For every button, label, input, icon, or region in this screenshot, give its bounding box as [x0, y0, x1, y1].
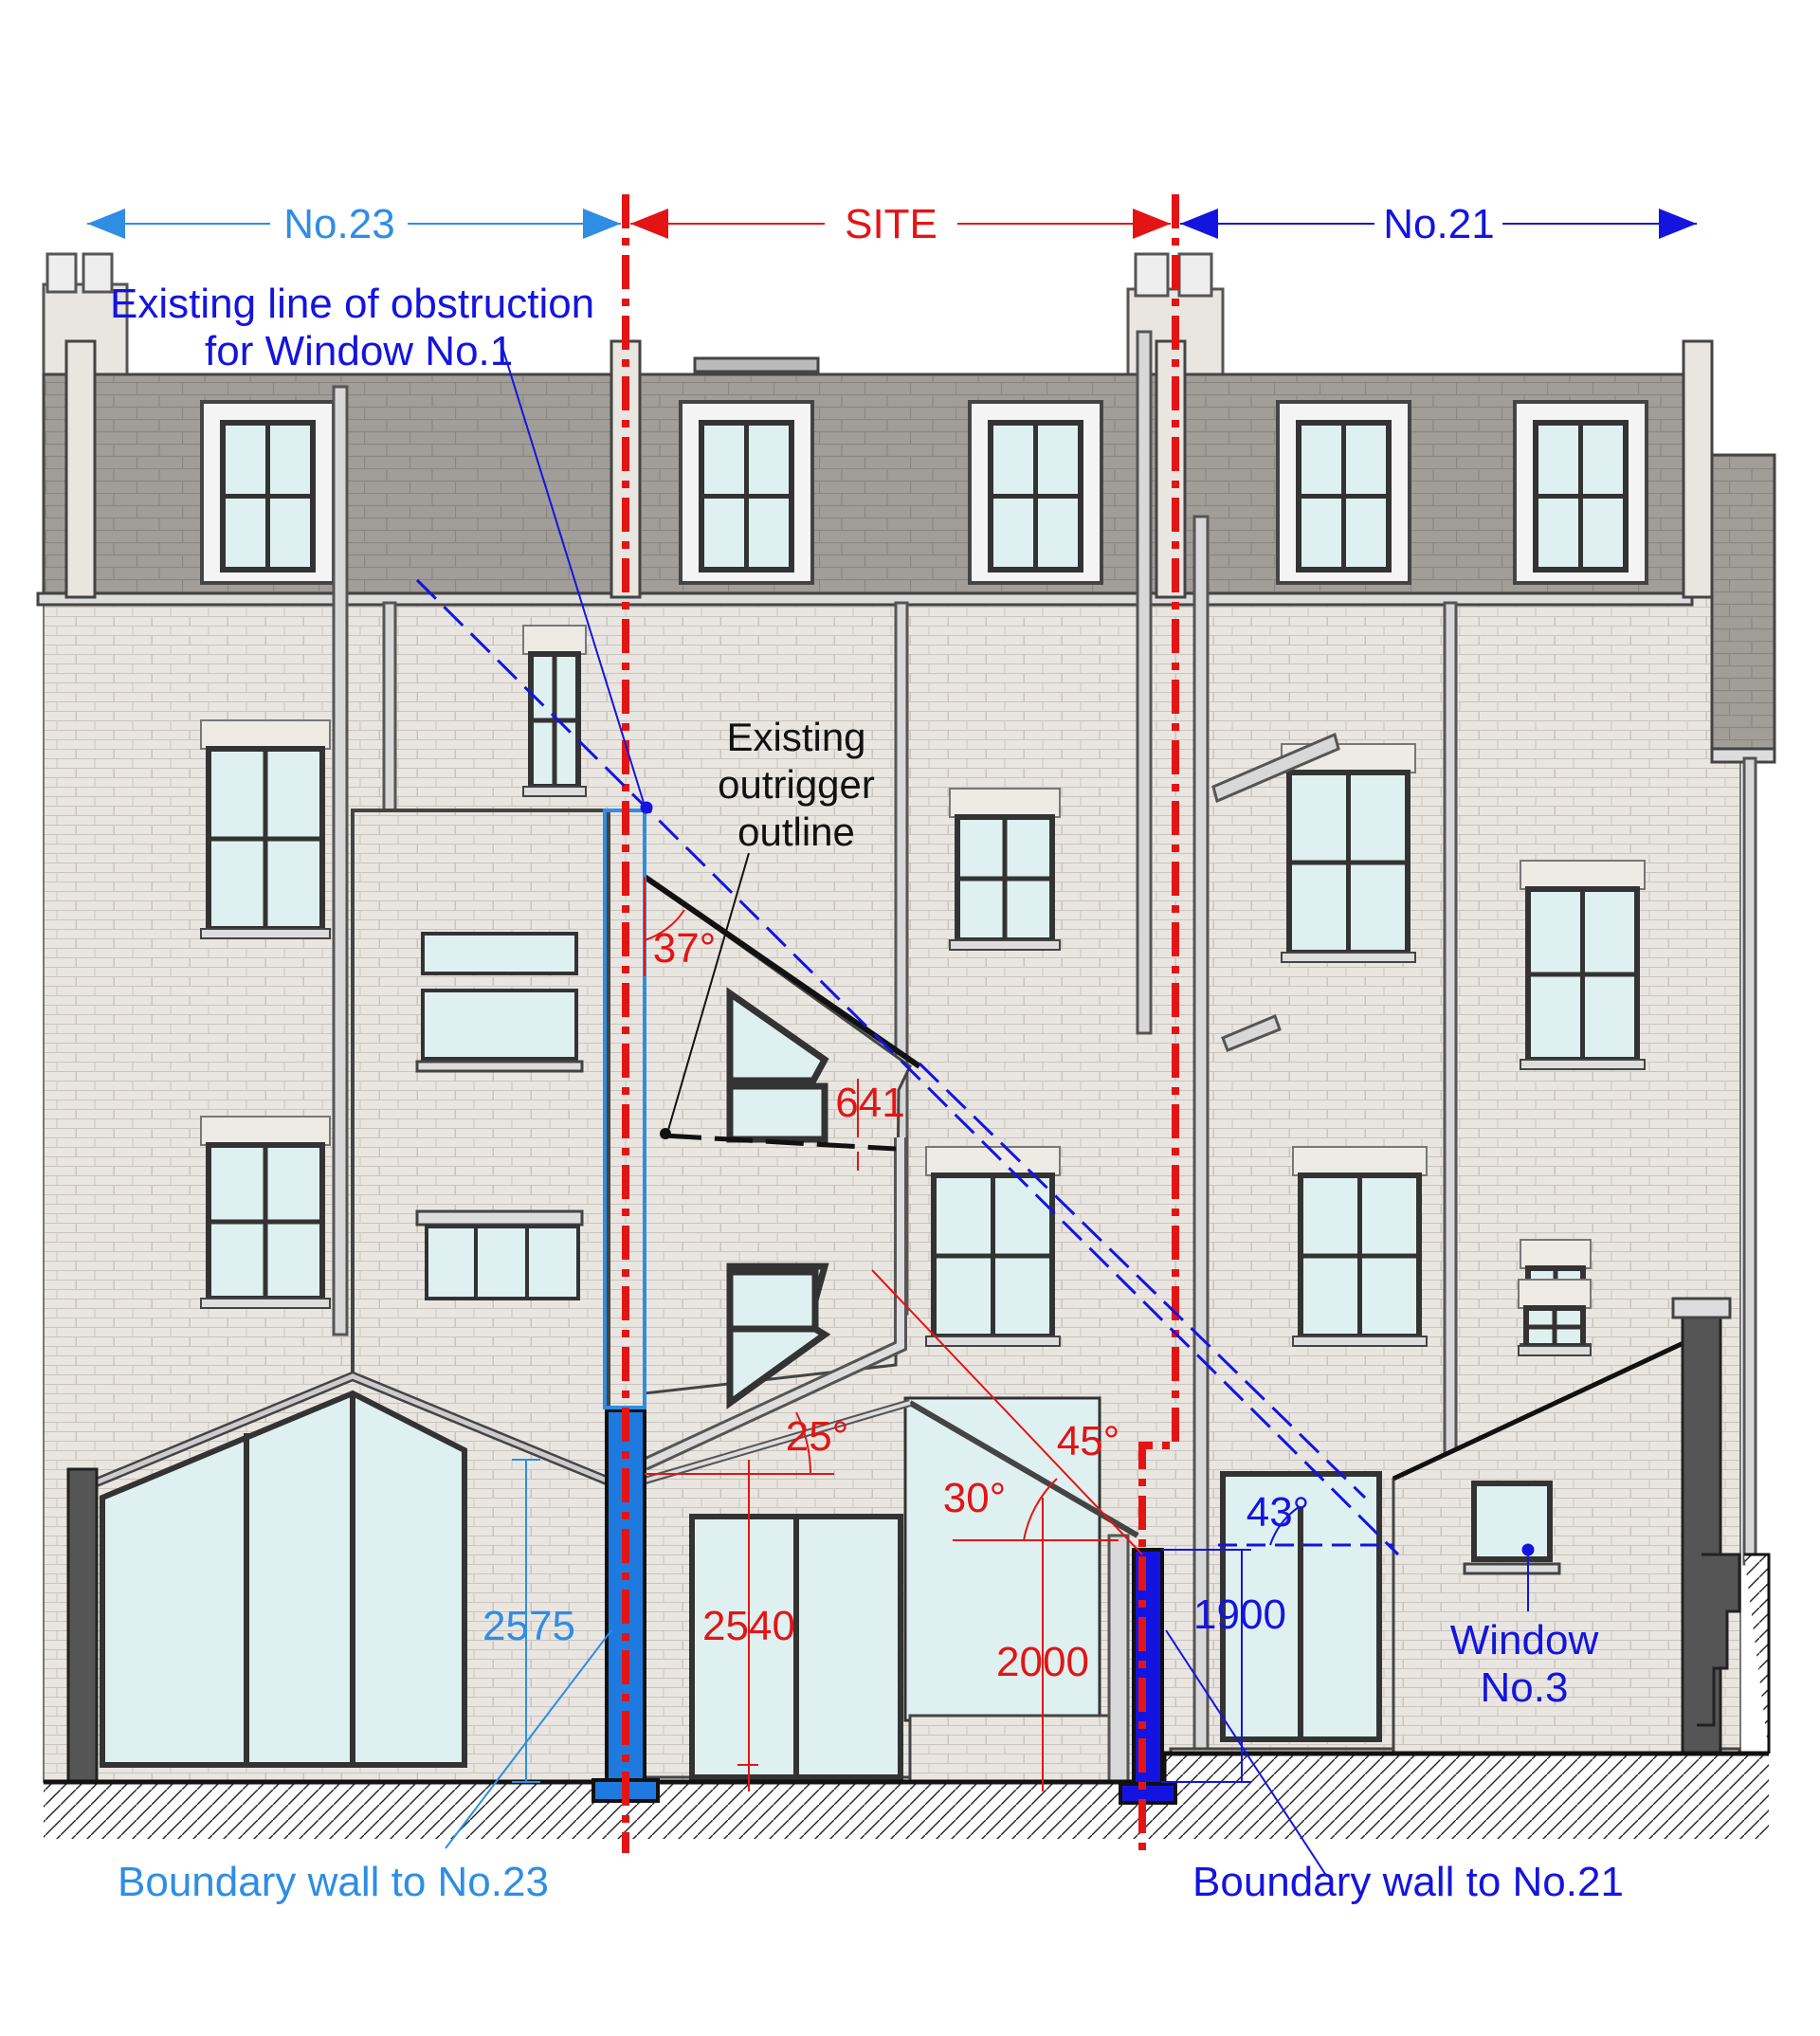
label-obstruction-line2: for Window No.1 [205, 328, 513, 374]
sash-window-5 [925, 1146, 1061, 1347]
sash-window-10 [1518, 1279, 1592, 1356]
dimension-lines-blue [445, 1459, 612, 1849]
sash-window-4 [949, 788, 1061, 951]
dimension-641: 641 [835, 1080, 904, 1126]
label-outrigger-line2: outrigger [718, 762, 875, 807]
label-no23: No.23 [283, 201, 394, 247]
dormer-window-5 [1513, 400, 1648, 585]
extent-arrow-site [630, 209, 1171, 239]
sash-window-2 [200, 1116, 331, 1309]
label-boundary-no23: Boundary wall to No.23 [118, 1859, 549, 1905]
dimension-2540: 2540 [702, 1603, 795, 1649]
neighbour-no23-extension [47, 1371, 609, 1807]
label-boundary-no21: Boundary wall to No.21 [1192, 1859, 1624, 1905]
angle-30: 30° [943, 1475, 1007, 1521]
dimension-2000: 2000 [996, 1639, 1089, 1685]
facade-windows [200, 625, 1646, 1356]
dormer-window-4 [1276, 400, 1411, 585]
angle-45: 45° [1057, 1418, 1120, 1464]
label-site: SITE [845, 201, 937, 247]
label-no21: No.21 [1383, 201, 1494, 247]
sash-window-8 [1292, 1146, 1428, 1347]
dormer-window-1 [200, 400, 336, 585]
angle-37: 37° [653, 925, 717, 972]
angle-43: 43° [1247, 1489, 1310, 1536]
site-outrigger [642, 874, 921, 1471]
dormer-window-3 [968, 400, 1103, 585]
label-obstruction-line1: Existing line of obstruction [110, 281, 594, 327]
site-rear-extension [643, 1396, 1139, 1784]
label-window3-line2: No.3 [1481, 1664, 1569, 1711]
extent-arrow-no23 [87, 209, 621, 239]
dimension-2575: 2575 [482, 1603, 575, 1649]
obstruction-lines [415, 340, 1535, 1878]
extent-arrow-no21 [1180, 209, 1697, 239]
label-outrigger-line1: Existing [726, 715, 865, 759]
dimension-lines-red [644, 877, 1143, 1791]
dormer-windows [200, 400, 1648, 585]
dormer-window-2 [679, 400, 814, 585]
sash-window-3 [522, 625, 587, 797]
site-boundary-lines [622, 194, 1179, 1853]
sash-window-7 [1520, 860, 1646, 1070]
sash-window-1 [200, 719, 331, 939]
label-outrigger-line3: outline [737, 809, 855, 854]
dimension-lines-navy [1161, 1506, 1300, 1783]
neighbour-no23-outrigger [351, 809, 610, 1495]
label-window3-line1: Window [1450, 1617, 1599, 1663]
sash-window-6 [1281, 743, 1416, 963]
angle-25: 25° [786, 1413, 849, 1460]
dimension-1900: 1900 [1193, 1591, 1286, 1638]
